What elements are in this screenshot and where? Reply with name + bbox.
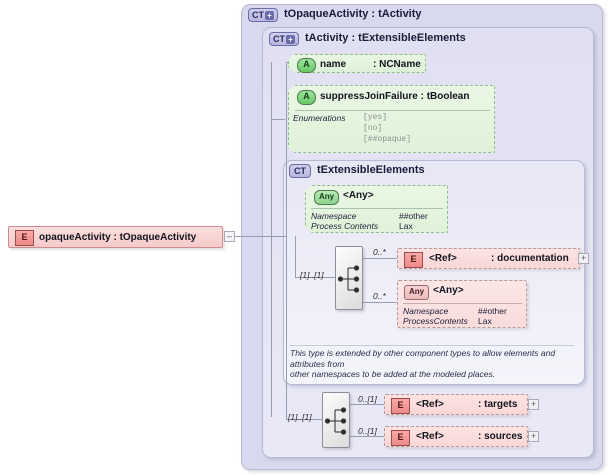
connector-seq-targets — [350, 404, 384, 405]
any-pink-prop-key: ProcessContents — [403, 316, 468, 326]
ref-documentation-label: <Ref> — [429, 253, 457, 264]
group-inner-title: tExtensibleElements — [317, 164, 425, 176]
cardinality-documentation: 0..* — [373, 247, 386, 257]
any-box-green[interactable]: Any <Any> Namespace ##other Process Cont… — [305, 185, 448, 233]
enum-value: [yes] — [363, 113, 388, 122]
sequence-compositor-outer[interactable] — [322, 392, 350, 448]
any-green-prop-value: Lax — [399, 221, 413, 231]
any-icon: Any — [404, 285, 429, 300]
ref-box-targets[interactable]: E <Ref> : targets — [384, 394, 528, 415]
attribute-name-label: name — [320, 59, 347, 70]
connector-seq-documentation — [363, 258, 397, 259]
annotation-divider — [289, 345, 574, 346]
any-pink-prop-value: ##other — [478, 306, 507, 316]
connector-inner-branch — [295, 236, 296, 278]
any-icon: Any — [314, 190, 339, 205]
element-icon: E — [391, 398, 410, 414]
attribute-box-suppressJoinFailure[interactable]: A suppressJoinFailure : tBoolean Enumera… — [288, 85, 495, 153]
any-pink-prop-value: Lax — [478, 316, 492, 326]
ref-box-documentation[interactable]: E <Ref> : documentation — [397, 248, 580, 269]
element-icon: E — [404, 252, 423, 268]
attribute-name-type: : NCName — [373, 59, 421, 70]
element-icon: E — [15, 230, 34, 246]
ref-sources-label: <Ref> — [416, 431, 444, 442]
any-box-pink[interactable]: Any <Any> Namespace ##other ProcessConte… — [397, 280, 527, 328]
attribute-box-name[interactable]: A name : NCName — [288, 54, 426, 73]
ref-targets-type: : targets — [478, 399, 518, 410]
ref-documentation-type: : documentation — [491, 253, 569, 264]
divider — [295, 110, 490, 111]
connector-seq-any — [363, 302, 397, 303]
sequence-inner-occurrence: [1]..[1] — [300, 270, 324, 280]
cardinality-sources: 0..[1] — [358, 426, 377, 436]
attribute-icon: A — [297, 58, 316, 73]
ct-badge-mid[interactable]: CT + — [269, 32, 299, 46]
connector-outer-sequence-in — [286, 419, 322, 420]
group-mid-title: tActivity : tExtensibleElements — [305, 32, 466, 44]
sequence-outer-occurrence: [1]..[1] — [288, 412, 312, 422]
ct-badge-outer-text: CT — [252, 10, 264, 20]
any-green-prop-key: Process Contents — [311, 221, 379, 231]
annotation-text: This type is extended by other component… — [290, 348, 556, 379]
expander-targets[interactable]: + — [528, 399, 539, 410]
enum-value: [no] — [363, 124, 383, 133]
expander-sources[interactable]: + — [528, 431, 539, 442]
ct-badge-mid-text: CT — [273, 34, 285, 44]
ct-badge-inner-text: CT — [294, 166, 306, 176]
expander-documentation[interactable]: + — [578, 253, 589, 264]
ct-badge-outer-plus-icon: + — [265, 10, 274, 20]
divider — [403, 303, 522, 304]
sequence-icon — [324, 407, 347, 435]
enum-value: [##opaque] — [363, 135, 412, 144]
root-collapse-toggle[interactable]: – — [224, 231, 235, 242]
any-green-prop-key: Namespace — [311, 211, 357, 221]
attribute-icon: A — [297, 90, 316, 105]
root-element-box[interactable]: E opaqueActivity : tOpaqueActivity — [8, 226, 223, 248]
any-pink-prop-key: Namespace — [403, 306, 449, 316]
connector-root — [228, 236, 286, 237]
divider — [311, 208, 443, 209]
ref-targets-label: <Ref> — [416, 399, 444, 410]
sequence-compositor-inner[interactable] — [335, 246, 363, 310]
any-green-prop-value: ##other — [399, 211, 428, 221]
connector-attr-suppress — [271, 119, 285, 120]
cardinality-any-pink: 0..* — [373, 291, 386, 301]
connector-trunk-outer — [271, 62, 272, 417]
any-green-label: <Any> — [343, 190, 374, 201]
ct-badge-outer[interactable]: CT + — [248, 8, 278, 22]
ref-sources-type: : sources — [478, 431, 523, 442]
sequence-icon — [337, 265, 360, 293]
connector-seq-sources — [350, 436, 384, 437]
ref-box-sources[interactable]: E <Ref> : sources — [384, 426, 528, 447]
connector-inner-sequence-in — [295, 277, 335, 278]
element-icon: E — [391, 430, 410, 446]
cardinality-targets: 0..[1] — [358, 394, 377, 404]
enumerations-label: Enumerations — [293, 113, 346, 123]
attribute-suppress-label: suppressJoinFailure : tBoolean — [320, 91, 470, 102]
any-pink-label: <Any> — [433, 285, 464, 296]
ct-badge-mid-plus-icon: + — [286, 34, 295, 44]
ct-badge-inner[interactable]: CT — [289, 164, 311, 178]
group-outer-title: tOpaqueActivity : tActivity — [284, 8, 422, 20]
connector-trunk-mid — [286, 62, 287, 419]
root-element-label: opaqueActivity : tOpaqueActivity — [39, 232, 197, 243]
